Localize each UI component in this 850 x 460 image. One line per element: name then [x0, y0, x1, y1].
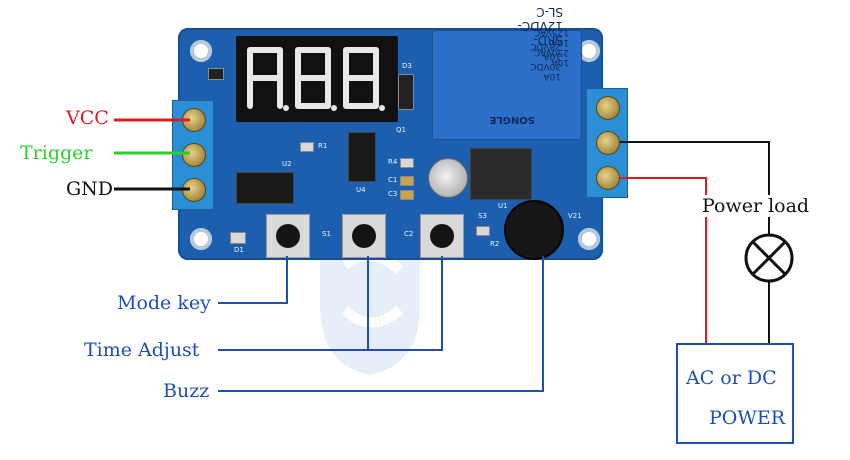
- resistor-r4: [400, 158, 414, 168]
- mount-hole: [190, 228, 212, 250]
- mcu-chip: [348, 132, 376, 182]
- resistor-r1: [300, 142, 314, 152]
- silk-r2: R2: [490, 240, 500, 248]
- com-screw: [596, 131, 620, 155]
- time-adjust-label: Time Adjust: [84, 339, 200, 361]
- no-screw: [596, 166, 620, 190]
- time-adjust-cap-2[interactable]: [430, 224, 454, 248]
- silk-d3: D3: [402, 62, 412, 70]
- diode-d3: [398, 74, 414, 110]
- silk-s3: S3: [478, 212, 487, 220]
- mode-key-button[interactable]: [266, 214, 310, 258]
- led-d1: [230, 232, 246, 244]
- silk-d1: D1: [234, 246, 244, 254]
- silk-v21: V21: [568, 212, 582, 220]
- buzzer: [504, 200, 564, 260]
- buzz-label: Buzz: [163, 380, 210, 402]
- time-adjust-bracket: [367, 256, 443, 351]
- time-adjust-button-1[interactable]: [342, 214, 386, 258]
- load-wire-red: [620, 177, 707, 343]
- capacitor-c3: [400, 190, 414, 200]
- seven-segment-digits: [247, 47, 385, 111]
- silk-u4: U4: [356, 186, 366, 194]
- time-adjust-button-2[interactable]: [420, 214, 464, 258]
- trigger-screw: [182, 143, 206, 167]
- vcc-label: VCC: [66, 107, 109, 129]
- capacitor-c1: [400, 176, 414, 186]
- optocoupler-chip: [236, 172, 294, 204]
- power-load-label: Power load: [702, 195, 810, 217]
- silk-r1: R1: [318, 142, 328, 150]
- mode-key-cap[interactable]: [276, 224, 300, 248]
- silk-u2: U2: [282, 160, 292, 168]
- gnd-label: GND: [66, 178, 114, 200]
- mount-hole: [190, 40, 212, 62]
- mount-hole: [578, 40, 600, 62]
- silk-c1: C1: [388, 176, 398, 184]
- silk-c3: C3: [388, 190, 398, 198]
- nc-screw: [596, 96, 620, 120]
- silk-c2: C2: [404, 230, 414, 238]
- silk-r4: R4: [388, 158, 398, 166]
- power-line-2: POWER: [709, 407, 786, 429]
- trigger-label: Trigger: [20, 142, 93, 164]
- lamp-cross-icon: [744, 233, 794, 283]
- resistor-r2: [476, 226, 490, 236]
- load-wire-black-top: [620, 141, 770, 235]
- silk-q1: Q1: [396, 126, 406, 134]
- transistor-u1: [470, 148, 532, 200]
- time-adjust-cap-1[interactable]: [352, 224, 376, 248]
- buzz-callout: [218, 256, 544, 392]
- silk-s1: S1: [322, 230, 331, 238]
- seven-segment-display: [236, 36, 398, 122]
- power-source-box: AC or DC POWER: [676, 343, 794, 444]
- electrolytic-capacitor: [428, 158, 468, 198]
- power-line-1: AC or DC: [686, 367, 777, 389]
- relay: SRD-12VDC-SL-C 10A 250VAC 10A 125VAC 10A…: [432, 5, 582, 140]
- silk-u1: U1: [498, 202, 508, 210]
- mount-hole: [578, 228, 600, 250]
- mode-key-label: Mode key: [117, 292, 211, 314]
- diode: [208, 68, 224, 80]
- mode-key-callout: [218, 256, 288, 304]
